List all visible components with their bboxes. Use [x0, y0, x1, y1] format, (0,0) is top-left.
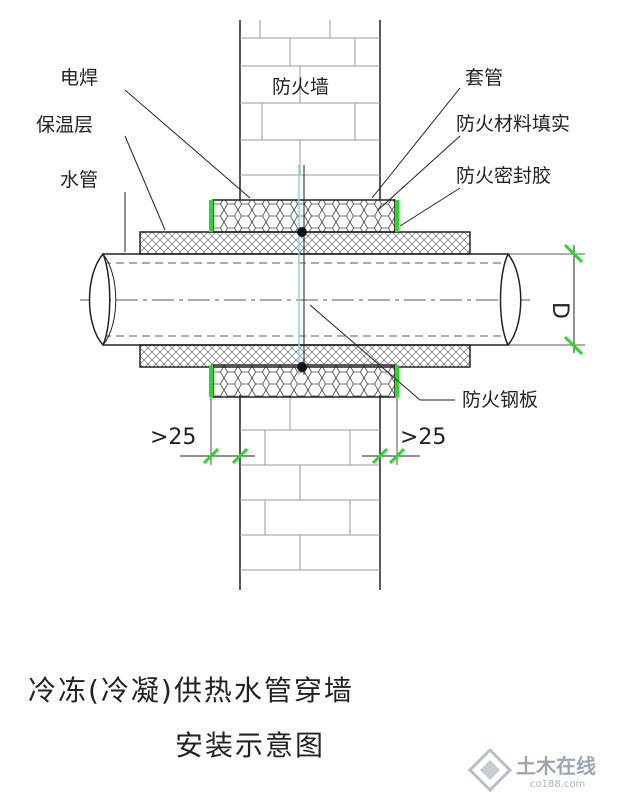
label-fire-sealant: 防火密封胶 — [456, 165, 551, 187]
dim-left-gap: >25 — [150, 425, 196, 450]
watermark-logo-icon — [467, 747, 513, 792]
firewall-bricks — [239, 20, 381, 590]
diameter-dimension — [508, 243, 585, 356]
watermark-url: co188.com — [530, 779, 585, 790]
label-insulation: 保温层 — [36, 114, 93, 136]
watermark: 土木在线 co188.com — [467, 747, 596, 792]
title-line1: 冷冻(冷凝)供热水管穿墙 — [28, 674, 354, 707]
leader-lines — [124, 87, 461, 401]
label-firewall: 防火墙 — [272, 76, 329, 98]
water-pipe — [80, 252, 530, 347]
label-water-pipe: 水管 — [60, 169, 98, 191]
label-diameter: D — [547, 302, 572, 319]
fire-steel-plate — [297, 165, 307, 375]
gap-dimensions — [180, 397, 420, 465]
label-fire-steel-plate: 防火钢板 — [462, 389, 538, 411]
watermark-name: 土木在线 — [516, 754, 596, 778]
label-fire-fill: 防火材料填实 — [456, 113, 570, 135]
dim-right-gap: >25 — [400, 425, 446, 450]
title-line2: 安装示意图 — [175, 729, 325, 762]
weld-seal-marks — [209, 200, 399, 397]
label-electric-weld: 电焊 — [60, 67, 98, 89]
label-sleeve: 套管 — [465, 67, 503, 89]
